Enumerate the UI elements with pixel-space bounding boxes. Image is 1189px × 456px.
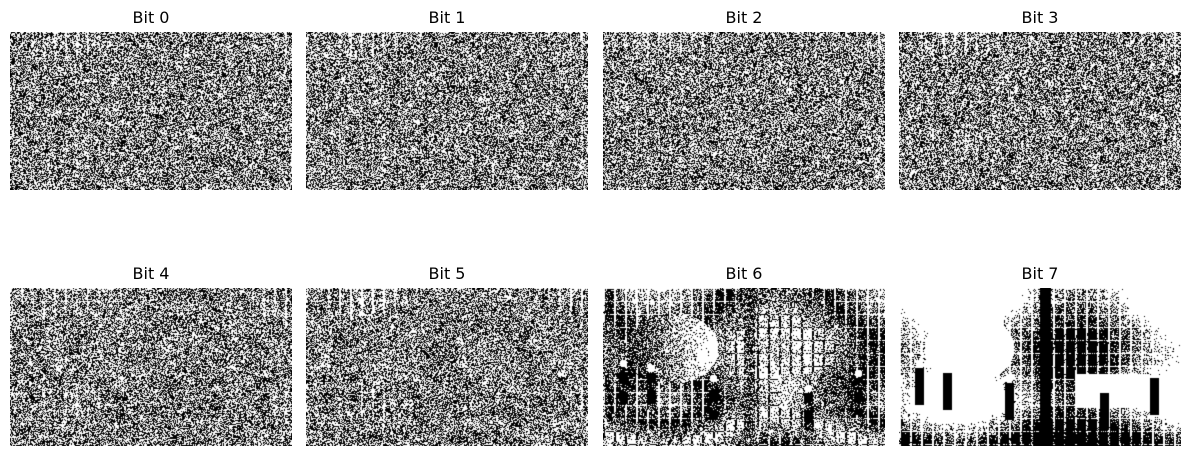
bit-plane-image <box>603 288 885 446</box>
bit-plane-canvas <box>899 288 1181 446</box>
bit-plane-image <box>603 32 885 190</box>
panel-title: Bit 6 <box>725 264 763 283</box>
bit-plane-image <box>10 32 292 190</box>
panel-title: Bit 1 <box>428 8 466 27</box>
bit-plane-canvas <box>306 32 588 190</box>
panel-title: Bit 4 <box>132 264 170 283</box>
bit-plane-image <box>10 288 292 446</box>
panel-title: Bit 2 <box>725 8 763 27</box>
bit-plane-image <box>306 32 588 190</box>
bit-plane-image <box>899 32 1181 190</box>
bit-plane-canvas <box>603 32 885 190</box>
panel-title: Bit 3 <box>1021 8 1059 27</box>
bit-plane-image <box>306 288 588 446</box>
bit-plane-canvas <box>10 32 292 190</box>
bit-plane-canvas <box>10 288 292 446</box>
bit-plane-canvas <box>603 288 885 446</box>
panel-title: Bit 7 <box>1021 264 1059 283</box>
panel-title: Bit 0 <box>132 8 170 27</box>
panel-title: Bit 5 <box>428 264 466 283</box>
bit-plane-canvas <box>306 288 588 446</box>
bit-plane-canvas <box>899 32 1181 190</box>
bit-plane-image <box>899 288 1181 446</box>
